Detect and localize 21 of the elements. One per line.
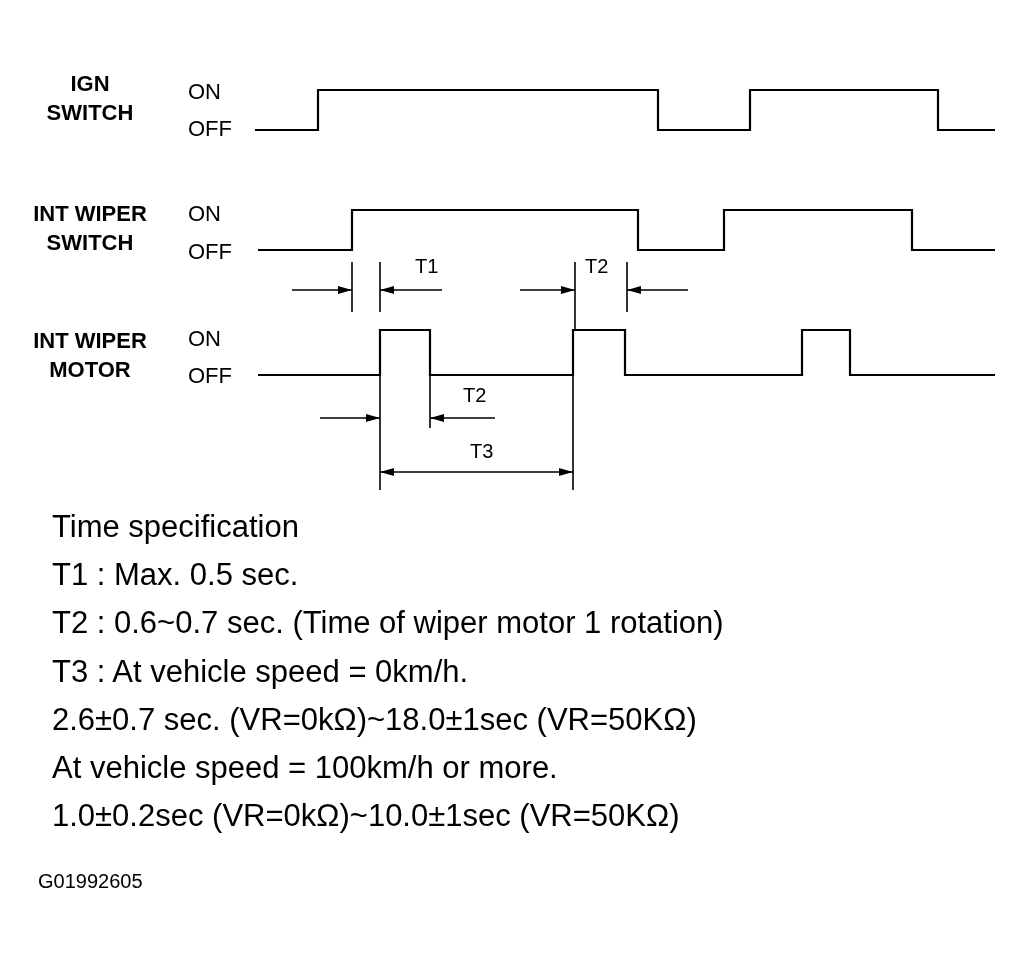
- figure-code: G01992605: [38, 870, 143, 892]
- state-label: ON: [188, 327, 221, 352]
- spec-line: T1 : Max. 0.5 sec.: [52, 558, 299, 593]
- spec-line: T2 : 0.6~0.7 sec. (Time of wiper motor 1 rotation): [52, 606, 724, 641]
- heading: Time specification: [52, 510, 299, 545]
- state-label: ON: [188, 80, 221, 105]
- spec-line: 1.0±0.2sec (VR=0kΩ)~10.0±1sec (VR=50KΩ): [52, 799, 680, 834]
- spec-line: T3 : At vehicle speed = 0km/h.: [52, 655, 469, 690]
- time-label: T2: [585, 255, 609, 277]
- state-label: OFF: [188, 240, 232, 265]
- spec-line: At vehicle speed = 100km/h or more.: [52, 751, 558, 786]
- time-label: T1: [415, 255, 439, 277]
- spec-line: 2.6±0.7 sec. (VR=0kΩ)~18.0±1sec (VR=50KΩ): [52, 703, 697, 738]
- time-label: T2: [463, 384, 487, 406]
- time-label: T3: [470, 440, 494, 462]
- signal-name: INT WIPER SWITCH: [32, 200, 148, 257]
- state-label: ON: [188, 202, 221, 227]
- state-label: OFF: [188, 364, 232, 389]
- signal-name: IGN SWITCH: [45, 70, 135, 127]
- signal-name: INT WIPER MOTOR: [32, 327, 148, 384]
- state-label: OFF: [188, 117, 232, 142]
